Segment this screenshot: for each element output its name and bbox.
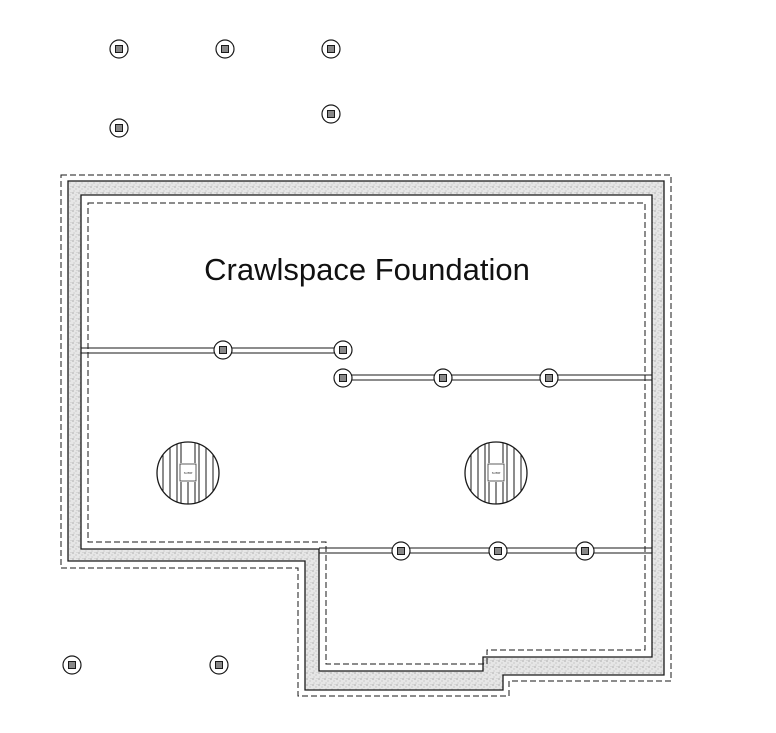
pier-9 <box>433 368 453 388</box>
pier-7 <box>333 340 353 360</box>
footing-outline-outer <box>60 174 672 697</box>
sump-pit-right: SUMP <box>464 441 528 505</box>
beam-lower-right <box>319 547 652 554</box>
pier-10 <box>539 368 559 388</box>
beam-upper-left <box>81 347 344 354</box>
pier-3 <box>321 39 341 59</box>
pier-15 <box>209 655 229 675</box>
footing-outline-inner <box>87 202 646 665</box>
pier-12 <box>488 541 508 561</box>
pier-14 <box>62 655 82 675</box>
pier-4 <box>109 118 129 138</box>
pier-11 <box>391 541 411 561</box>
sump-label-left: SUMP <box>184 471 193 475</box>
foundation-wall <box>67 180 665 691</box>
sump-label-right: SUMP <box>492 471 501 475</box>
sump-pit-left: SUMP <box>156 441 220 505</box>
beam-middle-right <box>343 374 652 381</box>
pier-6 <box>213 340 233 360</box>
plan-title: Crawlspace Foundation <box>204 252 530 287</box>
pier-group <box>62 39 595 675</box>
pier-2 <box>215 39 235 59</box>
pier-1 <box>109 39 129 59</box>
pier-13 <box>575 541 595 561</box>
pier-8 <box>333 368 353 388</box>
pier-5 <box>321 104 341 124</box>
